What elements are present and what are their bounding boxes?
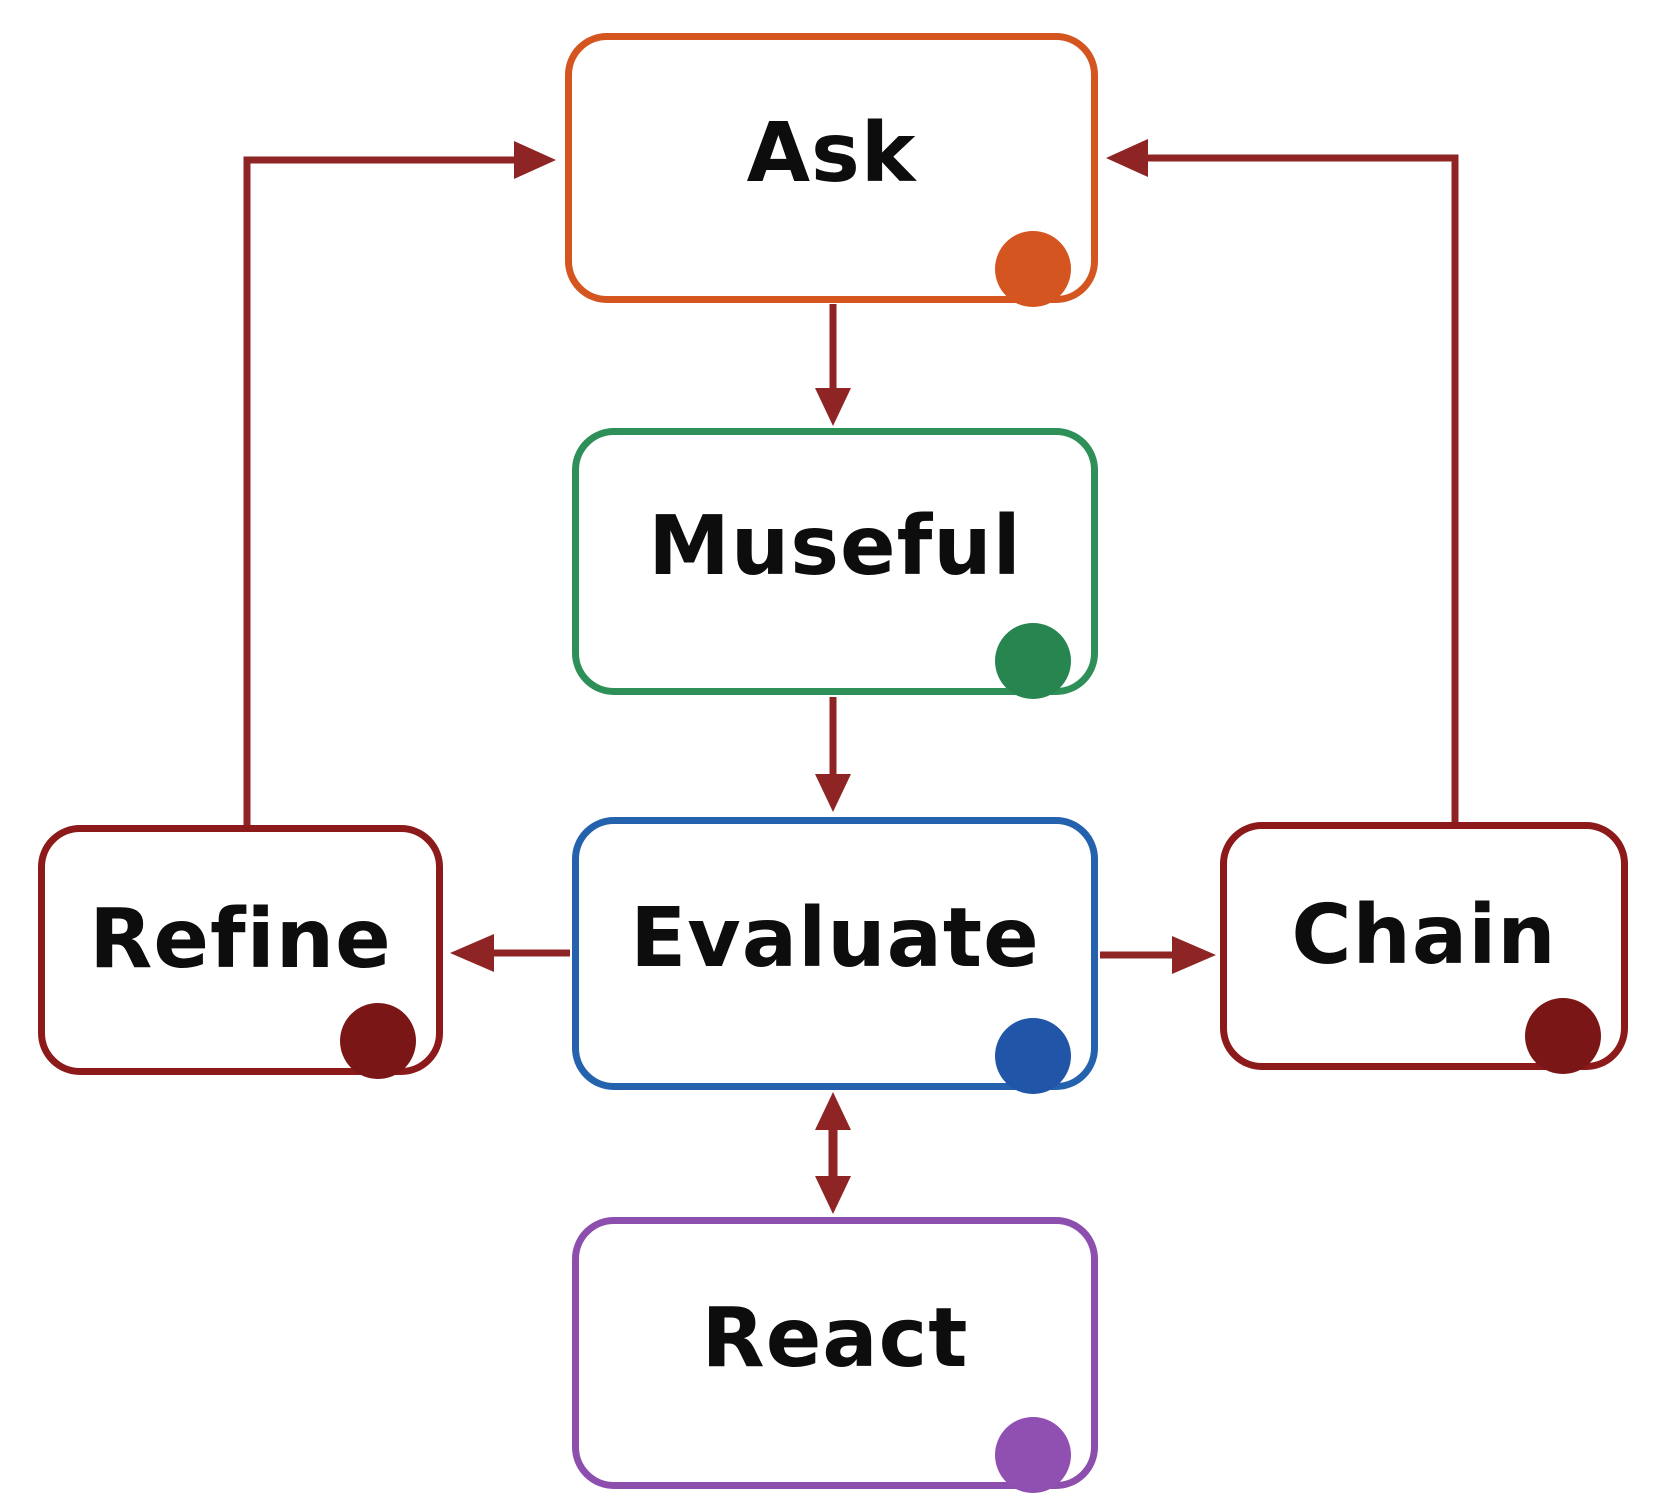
node-react-label: React (701, 1290, 969, 1386)
arrowhead-into-ask-right (1106, 139, 1148, 177)
node-evaluate: Evaluate (572, 817, 1098, 1094)
edge-evaluate-to-refine (450, 934, 570, 972)
node-museful-dot (995, 623, 1071, 699)
node-refine-label: Refine (89, 891, 392, 987)
edge-ask-to-museful (815, 304, 851, 426)
node-evaluate-dot (995, 1018, 1071, 1094)
arrowhead-into-chain-left (1172, 936, 1216, 974)
node-ask-dot (995, 231, 1071, 307)
node-ask-label: Ask (746, 105, 917, 201)
node-refine: Refine (38, 825, 443, 1079)
node-chain-label: Chain (1291, 887, 1557, 983)
node-ask: Ask (565, 33, 1098, 307)
edge-museful-to-evaluate (815, 697, 851, 812)
arrowhead-into-evaluate-bottom (815, 1092, 851, 1130)
node-evaluate-label: Evaluate (630, 891, 1040, 986)
node-museful: Museful (572, 428, 1098, 699)
edge-evaluate-react-bidirectional (815, 1092, 851, 1214)
arrowhead-into-museful-top (815, 388, 851, 426)
arrowhead-into-refine-right (450, 934, 494, 972)
node-chain: Chain (1220, 822, 1628, 1074)
edge-chain-to-ask (1106, 139, 1459, 825)
edge-refine-to-ask (243, 141, 556, 828)
arrowhead-into-react-top (815, 1176, 851, 1214)
node-react: React (572, 1217, 1098, 1493)
edge-evaluate-to-chain (1100, 936, 1216, 974)
arrowhead-into-ask-left (514, 141, 556, 179)
node-museful-label: Museful (648, 499, 1022, 594)
node-refine-dot (340, 1003, 416, 1079)
node-chain-dot (1525, 998, 1601, 1074)
arrowhead-into-evaluate-top (815, 774, 851, 812)
node-react-dot (995, 1417, 1071, 1493)
